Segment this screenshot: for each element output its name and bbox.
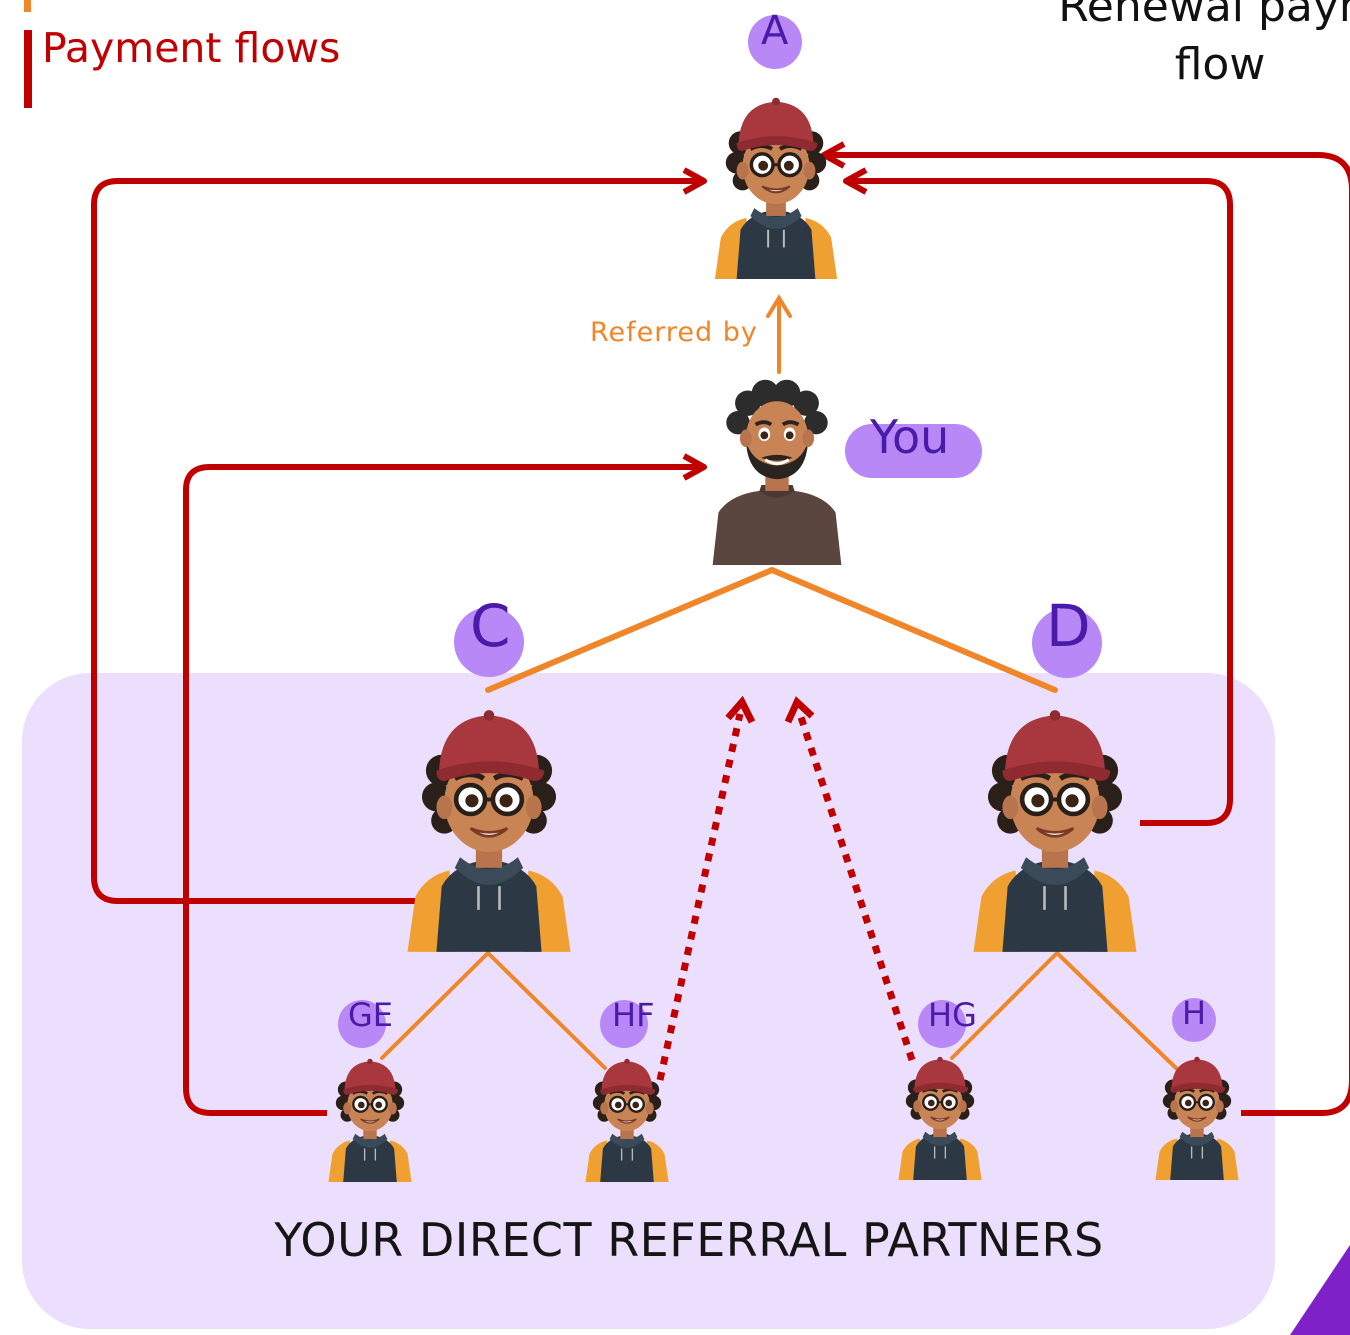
payment-arrow-ge-to-you [183,464,700,1116]
referral-line-d-you [769,567,1058,693]
label-hg: HG [928,996,977,1034]
avatar-hf [580,1048,674,1182]
avatar-you [708,370,846,565]
avatar-a [707,82,845,279]
badge-a [748,15,802,69]
payment-arrowhead-c-to-a [682,167,707,195]
badge-you [845,424,982,478]
label-ge: GE [348,996,394,1034]
payment-arrow-h-to-a [828,152,1350,1116]
label-a: A [761,8,789,54]
avatar-h [1150,1046,1244,1180]
badge-c [454,607,524,677]
renewal-flow-title-line2: flow [1174,39,1266,90]
dotted-arrow-hf [656,713,744,1081]
avatar-d [963,688,1147,953]
top-accent-bar [24,0,31,12]
referral-line-hg-d [950,951,1059,1060]
referred-by-arrow-head [766,294,792,318]
referral-line-h-d [1055,951,1180,1072]
corner-decoration [1290,1245,1350,1335]
referral-line-ge-c [380,951,490,1060]
renewal-flow-title-line1: Renewal paym [1058,0,1350,32]
referral-line-c-you [485,567,775,693]
avatar-c [397,688,581,953]
referral-line-hf-c [486,951,607,1070]
payment-arrowhead-ge-to-you [682,453,707,481]
dotted-arrow-hg [796,712,916,1062]
renewal-flow-title: Renewal paym flow [990,0,1350,94]
heading-accent-bar [24,30,32,108]
payment-arrow-c-to-a [91,178,700,904]
payment-arrowhead-d-to-a [843,167,868,195]
label-h: H [1182,994,1207,1032]
badge-h [1172,998,1216,1042]
page-title: Payment flows [42,24,341,72]
label-d: D [1046,592,1091,660]
referred-by-label: Referred by [590,317,758,348]
dotted-arrowhead-hf [725,695,756,724]
badge-d [1032,608,1102,678]
badge-ge [338,1000,386,1048]
badge-hg [918,1000,966,1048]
avatar-hg [893,1046,987,1180]
avatar-ge [323,1048,417,1182]
dotted-arrowhead-hg [784,696,815,724]
badge-hf [600,1000,648,1048]
payment-arrow-d-to-a [850,178,1233,826]
label-you: You [870,410,950,464]
payment-arrowhead-h-to-a [821,141,846,169]
panel-label: YOUR DIRECT REFERRAL PARTNERS [274,1213,1104,1267]
label-hf: HF [612,996,655,1034]
label-c: C [470,592,511,660]
